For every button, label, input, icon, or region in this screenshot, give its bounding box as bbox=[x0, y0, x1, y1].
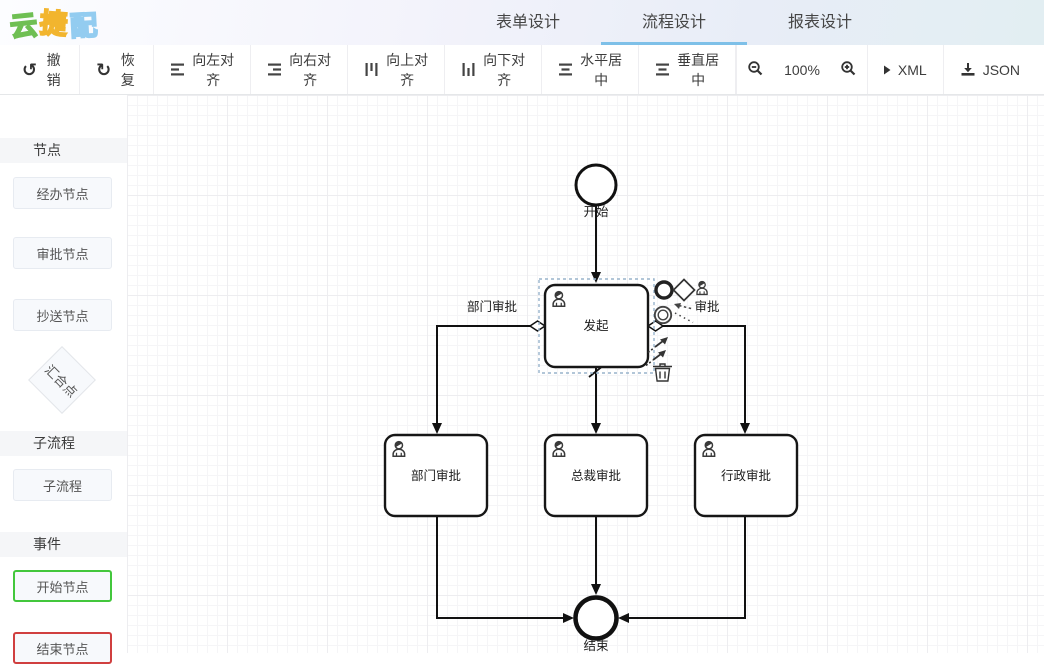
palette-item-start-node[interactable]: 开始节点 bbox=[13, 570, 112, 602]
undo-icon: ↺ bbox=[22, 59, 38, 80]
trash-icon[interactable] bbox=[653, 363, 672, 382]
zoom-out-icon bbox=[747, 60, 764, 80]
node-label: 开始 bbox=[583, 205, 609, 219]
app-logo: 云 捷 配 bbox=[8, 4, 102, 43]
app-header: 云 捷 配 表单设计 流程设计 报表设计 bbox=[0, 0, 1044, 45]
start-event-circle bbox=[574, 163, 618, 207]
selection-outline bbox=[538, 278, 655, 374]
append-arrow-icon[interactable] bbox=[647, 337, 668, 354]
align-left-icon bbox=[170, 62, 185, 77]
align-right-button[interactable]: 向右对齐 bbox=[251, 45, 349, 94]
palette-item-approval-node[interactable]: 审批节点 bbox=[13, 237, 112, 269]
palette-item-cc-node[interactable]: 抄送节点 bbox=[13, 299, 112, 331]
node-label: 部门审批 bbox=[411, 468, 461, 483]
node-admin-approval-task[interactable]: 行政审批 bbox=[693, 433, 799, 518]
zoom-out-button[interactable] bbox=[737, 45, 774, 94]
node-label: 行政审批 bbox=[721, 468, 771, 483]
zoom-in-icon bbox=[840, 60, 857, 80]
palette-section-subprocess: 子流程 bbox=[0, 431, 127, 456]
redo-button[interactable]: ↻ 恢复 bbox=[80, 45, 155, 94]
center-vertical-button[interactable]: 垂直居中 bbox=[639, 45, 737, 94]
node-start-event[interactable]: 开始 bbox=[574, 163, 618, 219]
designer-tabs: 表单设计 流程设计 报表设计 bbox=[455, 0, 893, 45]
palette-item-end-node[interactable]: 结束节点 bbox=[13, 632, 112, 664]
align-left-button[interactable]: 向左对齐 bbox=[154, 45, 252, 94]
edge-initiate-to-dept[interactable] bbox=[432, 320, 547, 434]
node-dept-approval-task[interactable]: 部门审批 bbox=[383, 433, 489, 518]
edge-label-dept: 部门审批 bbox=[467, 299, 517, 314]
connect-tool-icon[interactable] bbox=[674, 303, 694, 324]
toolbar-right-group: 100% XML JSON bbox=[736, 45, 1044, 94]
edge-initiate-to-admin[interactable] bbox=[646, 320, 750, 434]
edge-admin-to-end[interactable] bbox=[618, 516, 746, 623]
append-gateway-icon[interactable] bbox=[672, 278, 696, 302]
conditional-flow-diamond bbox=[646, 320, 665, 332]
center-horizontal-icon bbox=[558, 62, 573, 77]
end-event-circle bbox=[573, 595, 619, 641]
logo-char: 云 bbox=[8, 8, 43, 43]
append-end-event-icon[interactable] bbox=[654, 280, 674, 300]
redo-icon: ↻ bbox=[96, 59, 112, 80]
logo-char: 捷 bbox=[38, 6, 72, 40]
align-bottom-icon bbox=[461, 62, 476, 77]
align-right-icon bbox=[267, 62, 282, 77]
edge-label-admin: 审批 bbox=[694, 299, 719, 314]
download-icon bbox=[960, 62, 976, 77]
zoom-in-button[interactable] bbox=[830, 45, 867, 94]
tab-form-design[interactable]: 表单设计 bbox=[495, 14, 560, 31]
node-president-approval-task[interactable]: 总裁审批 bbox=[543, 433, 649, 518]
edge-president-to-end[interactable] bbox=[591, 516, 601, 595]
edge-initiate-to-president[interactable] bbox=[588, 364, 605, 434]
tab-report-design[interactable]: 报表设计 bbox=[787, 14, 852, 31]
node-label: 总裁审批 bbox=[571, 468, 621, 483]
node-initiate-task[interactable]: 发起 bbox=[543, 283, 650, 369]
undo-button[interactable]: ↺ 撤销 bbox=[6, 45, 81, 94]
toolbar: ↺ 撤销 ↻ 恢复 向左对齐 向右对齐 向上对齐 向下对齐 水平居中 bbox=[0, 45, 1044, 95]
align-top-button[interactable]: 向上对齐 bbox=[348, 45, 446, 94]
caret-right-icon bbox=[883, 65, 891, 75]
edge-dept-to-end[interactable] bbox=[436, 516, 574, 623]
palette-section-events: 事件 bbox=[0, 532, 127, 557]
xml-button[interactable]: XML bbox=[866, 45, 944, 94]
logo-char: 配 bbox=[68, 9, 102, 43]
node-label: 结束 bbox=[583, 639, 609, 653]
flow-canvas[interactable]: 部门审批 审批 开始 发起 bbox=[127, 95, 1044, 653]
edge-start-to-initiate[interactable] bbox=[591, 205, 601, 283]
center-horizontal-button[interactable]: 水平居中 bbox=[542, 45, 640, 94]
palette-section-nodes: 节点 bbox=[0, 138, 127, 163]
node-label: 发起 bbox=[583, 318, 609, 333]
json-button[interactable]: JSON bbox=[944, 45, 1036, 94]
center-vertical-icon bbox=[655, 62, 670, 77]
append-intermediate-event-icon[interactable] bbox=[653, 305, 673, 325]
align-bottom-button[interactable]: 向下对齐 bbox=[445, 45, 543, 94]
tab-process-design[interactable]: 流程设计 bbox=[601, 0, 747, 45]
palette-sidebar: 节点 经办节点 审批节点 抄送节点 汇合点 子流程 子流程 事件 开始节点 结束… bbox=[0, 95, 127, 664]
align-top-icon bbox=[364, 62, 379, 77]
append-arrow-icon[interactable] bbox=[645, 350, 666, 367]
conditional-flow-diamond bbox=[528, 320, 547, 332]
zoom-level: 100% bbox=[784, 61, 820, 78]
palette-item-merge-gateway[interactable]: 汇合点 bbox=[28, 346, 96, 414]
context-pad bbox=[645, 278, 708, 382]
palette-item-handler-node[interactable]: 经办节点 bbox=[13, 177, 112, 209]
append-user-task-icon[interactable] bbox=[696, 280, 708, 296]
diagram-svg[interactable]: 部门审批 审批 开始 发起 bbox=[127, 95, 1044, 653]
node-end-event[interactable]: 结束 bbox=[573, 595, 619, 654]
palette-item-subprocess[interactable]: 子流程 bbox=[13, 469, 112, 501]
